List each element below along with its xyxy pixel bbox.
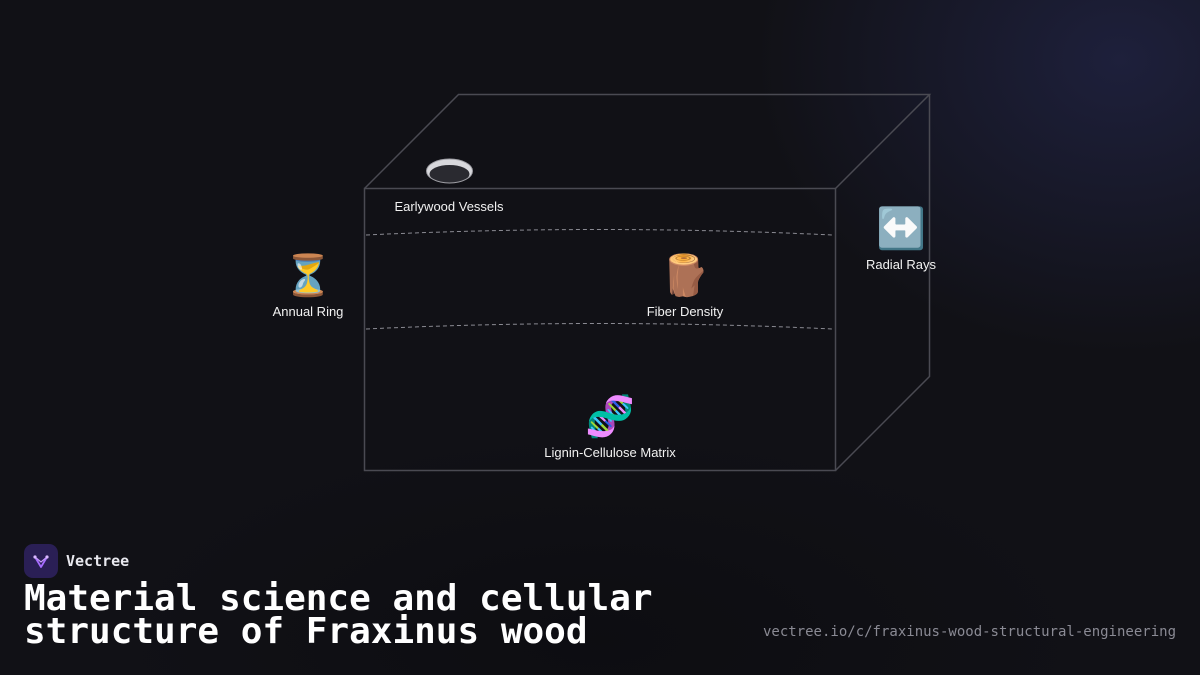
source-url[interactable]: vectree.io/c/fraxinus-wood-structural-en… (762, 624, 1176, 640)
dna-icon: 🧬 (585, 394, 635, 440)
node-fiber-density: 🪵 Fiber Density (647, 252, 724, 319)
node-label: Radial Rays (865, 257, 937, 272)
node-label: Fiber Density (646, 304, 724, 319)
ring-boundary-upper (365, 229, 833, 236)
block-right-face (834, 94, 931, 472)
brand-name: Vectree (66, 552, 130, 570)
page-title: Material science and cellular structure … (24, 578, 653, 652)
ring-boundary-lower (365, 323, 833, 330)
brand: Vectree (24, 544, 129, 578)
node-label: Lignin-Cellulose Matrix (544, 445, 676, 460)
left-right-arrow-icon: ↔️ (876, 206, 926, 252)
brand-logo (24, 544, 58, 578)
hourglass-icon: ⏳ (283, 253, 333, 299)
block-front-face (363, 187, 837, 472)
node-earlywood-vessels: Earlywood Vessels (394, 199, 503, 214)
node-label: Earlywood Vessels (394, 199, 504, 214)
node-annual-ring: ⏳ Annual Ring (273, 252, 344, 319)
node-radial-rays: ↔️ Radial Rays (866, 205, 936, 272)
log-icon: 🪵 (660, 253, 710, 299)
vectree-logo-icon (33, 555, 49, 568)
block-top-face (363, 93, 932, 190)
node-lignin-cellulose-matrix: 🧬 Lignin-Cellulose Matrix (544, 393, 676, 460)
node-label: Annual Ring (272, 304, 344, 319)
dish-icon (426, 158, 473, 184)
